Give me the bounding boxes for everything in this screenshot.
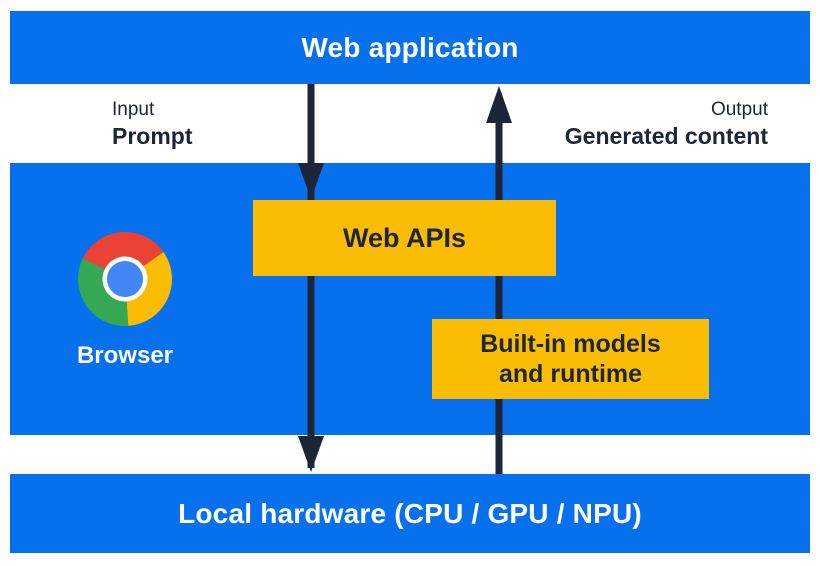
builtin-models-line2: and runtime [498,360,643,388]
builtin-models-box: Built-in models and runtime [432,319,709,399]
chrome-yellow-segment [125,252,173,326]
input-flow-labels: Input Prompt [112,97,193,150]
local-hardware-label: Local hardware (CPU / GPU / NPU) [178,497,642,529]
chrome-logo-svg [78,232,173,327]
down-arrowhead-bottom-icon [298,436,324,472]
web-application-label: Web application [301,31,519,63]
local-hardware-bar: Local hardware (CPU / GPU / NPU) [10,474,810,553]
input-caption: Input [112,99,155,120]
chrome-red-segment [82,232,164,279]
down-arrowhead-top-icon [298,163,324,199]
chrome-blue-center [107,261,143,297]
output-flow-labels: Output Generated content [565,97,768,150]
builtin-models-line1: Built-in models [480,330,661,358]
up-arrowhead-icon [486,86,512,123]
generated-content-label: Generated content [564,123,768,149]
web-apis-box: Web APIs [253,200,556,276]
prompt-down-arrow [298,84,324,472]
generated-content-up-arrow [486,86,512,474]
prompt-label: Prompt [112,123,193,149]
web-apis-label: Web APIs [342,222,467,253]
output-caption: Output [710,99,768,120]
browser-label: Browser [76,342,174,369]
chrome-logo-icon [78,232,173,327]
web-application-bar: Web application [10,11,810,84]
